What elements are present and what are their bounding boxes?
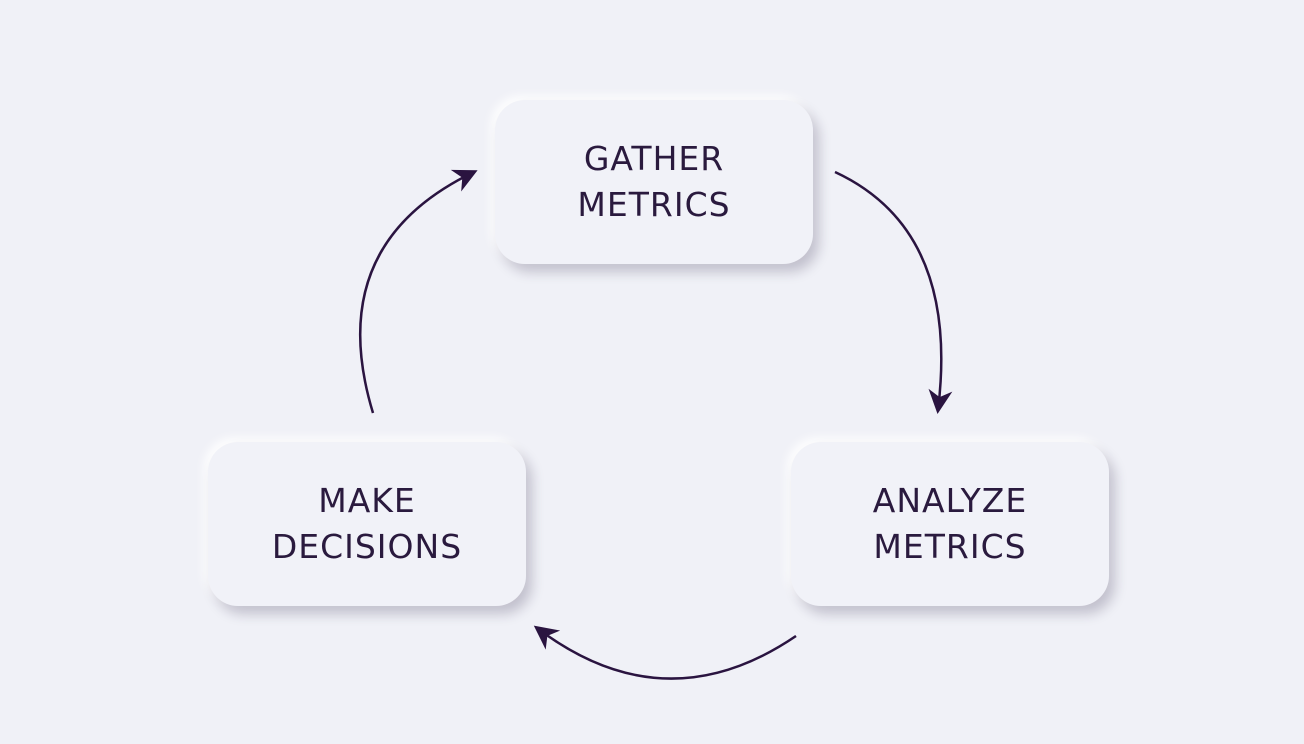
gather-metrics-label-line1: GATHER [583,139,725,178]
make-decisions-card: MAKE DECISIONS [208,442,526,606]
make-decisions-label-line1: MAKE [318,481,416,520]
make-decisions-label-line2: DECISIONS [271,527,463,566]
analyze-metrics-card: ANALYZE METRICS [791,442,1109,606]
gather-metrics-label-line2: METRICS [577,185,731,224]
gather-metrics-card: GATHER METRICS [495,100,813,264]
analyze-metrics-label-line1: ANALYZE [872,481,1028,520]
arrow-analyze-to-decide [533,625,797,680]
arrow-decide-to-gather [359,169,478,414]
analyze-metrics-label-line2: METRICS [873,527,1027,566]
arrow-gather-to-analyze [834,170,953,414]
